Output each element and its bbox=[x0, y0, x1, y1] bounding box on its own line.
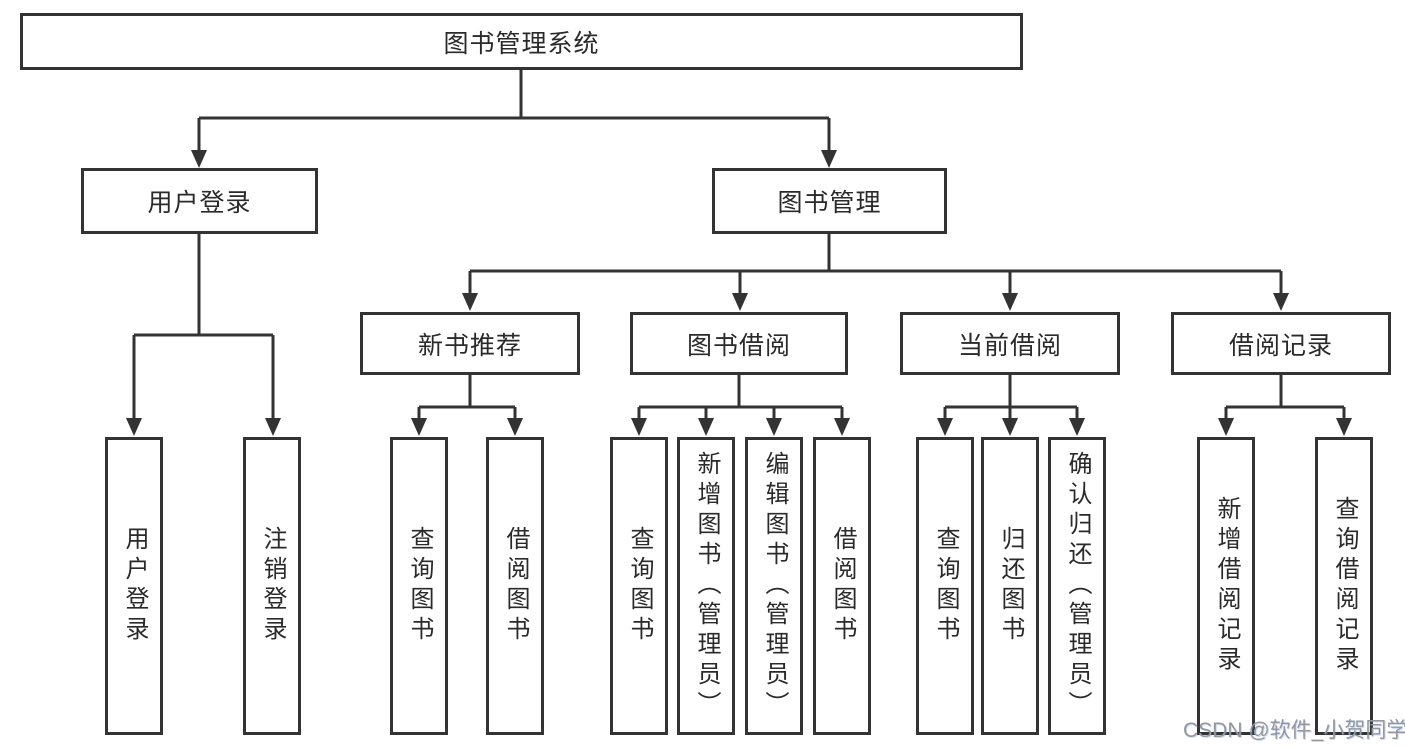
arrowhead bbox=[631, 418, 647, 436]
leaf-query-borrow-record-label: 查询借阅记录 bbox=[1331, 496, 1358, 676]
arrowhead bbox=[1002, 418, 1018, 436]
leaf-query-books-current: 查询图书 bbox=[916, 437, 974, 735]
node-book-borrow: 图书借阅 bbox=[630, 312, 848, 375]
leaf-add-borrow-record-label: 新增借阅记录 bbox=[1213, 496, 1240, 676]
connector-book-borrow-split bbox=[637, 375, 844, 419]
leaf-query-books-recommend-label: 查询图书 bbox=[406, 526, 433, 646]
connector-current-borrow-split bbox=[943, 375, 1079, 419]
arrowhead bbox=[507, 418, 523, 436]
leaf-logout: 注销登录 bbox=[243, 437, 301, 735]
arrowhead bbox=[1273, 293, 1289, 311]
arrowhead bbox=[1218, 418, 1234, 436]
arrowhead bbox=[834, 418, 850, 436]
node-user-login: 用户登录 bbox=[81, 168, 318, 234]
node-user-login-label: 用户登录 bbox=[147, 189, 252, 217]
node-book-management-label: 图书管理 bbox=[777, 189, 882, 217]
arrowhead bbox=[1002, 293, 1018, 311]
node-new-book-recommend-label: 新书推荐 bbox=[417, 331, 522, 360]
arrowhead bbox=[937, 418, 953, 436]
csdn-watermark: CSDN @软件_小贺同学 bbox=[1183, 719, 1405, 742]
leaf-add-book-admin-label: 新增图书（管理员） bbox=[693, 451, 720, 721]
arrowhead bbox=[191, 150, 207, 168]
arrowhead bbox=[1336, 418, 1352, 436]
node-borrow-records: 借阅记录 bbox=[1171, 312, 1391, 375]
node-system-root: 图书管理系统 bbox=[20, 13, 1023, 70]
leaf-query-books-borrow: 查询图书 bbox=[610, 437, 668, 735]
arrowhead bbox=[462, 293, 478, 311]
connector-book-management-split bbox=[468, 234, 1283, 294]
leaf-add-book-admin: 新增图书（管理员） bbox=[677, 437, 735, 735]
arrowhead bbox=[126, 418, 142, 436]
leaf-confirm-return-admin-label: 确认归还（管理员） bbox=[1064, 451, 1091, 721]
node-system-root-label: 图书管理系统 bbox=[443, 29, 600, 58]
arrowhead bbox=[821, 150, 837, 168]
connector-borrow-records-split bbox=[1224, 375, 1346, 419]
leaf-query-borrow-record: 查询借阅记录 bbox=[1315, 437, 1373, 735]
node-current-borrow: 当前借阅 bbox=[900, 312, 1120, 375]
node-book-management: 图书管理 bbox=[712, 168, 947, 234]
leaf-return-book: 归还图书 bbox=[981, 437, 1039, 735]
leaf-return-book-label: 归还图书 bbox=[997, 526, 1024, 646]
node-book-borrow-label: 图书借阅 bbox=[686, 331, 791, 360]
node-current-borrow-label: 当前借阅 bbox=[957, 331, 1062, 360]
leaf-query-books-recommend: 查询图书 bbox=[390, 437, 448, 735]
connector-user-login-split bbox=[132, 234, 275, 419]
arrowhead bbox=[732, 293, 748, 311]
connector-new-book-split bbox=[417, 375, 517, 419]
leaf-edit-book-admin-label: 编辑图书（管理员） bbox=[761, 451, 788, 721]
leaf-confirm-return-admin: 确认归还（管理员） bbox=[1048, 437, 1106, 735]
leaf-query-books-borrow-label: 查询图书 bbox=[626, 526, 653, 646]
arrowhead bbox=[1069, 418, 1085, 436]
leaf-edit-book-admin: 编辑图书（管理员） bbox=[745, 437, 803, 735]
leaf-query-books-current-label: 查询图书 bbox=[932, 526, 959, 646]
leaf-user-login-label: 用户登录 bbox=[121, 526, 148, 646]
arrowhead bbox=[766, 418, 782, 436]
leaf-borrow-books-label: 借阅图书 bbox=[829, 526, 856, 646]
arrowhead bbox=[698, 418, 714, 436]
arrowhead bbox=[265, 418, 281, 436]
leaf-borrow-books-recommend: 借阅图书 bbox=[486, 437, 544, 735]
leaf-borrow-books: 借阅图书 bbox=[813, 437, 871, 735]
leaf-add-borrow-record: 新增借阅记录 bbox=[1197, 437, 1255, 735]
node-new-book-recommend: 新书推荐 bbox=[360, 312, 580, 375]
leaf-borrow-books-recommend-label: 借阅图书 bbox=[502, 526, 529, 646]
connector-root-split bbox=[197, 69, 831, 151]
arrowhead bbox=[411, 418, 427, 436]
node-borrow-records-label: 借阅记录 bbox=[1228, 331, 1333, 360]
leaf-logout-label: 注销登录 bbox=[259, 526, 286, 646]
leaf-user-login: 用户登录 bbox=[105, 437, 163, 735]
